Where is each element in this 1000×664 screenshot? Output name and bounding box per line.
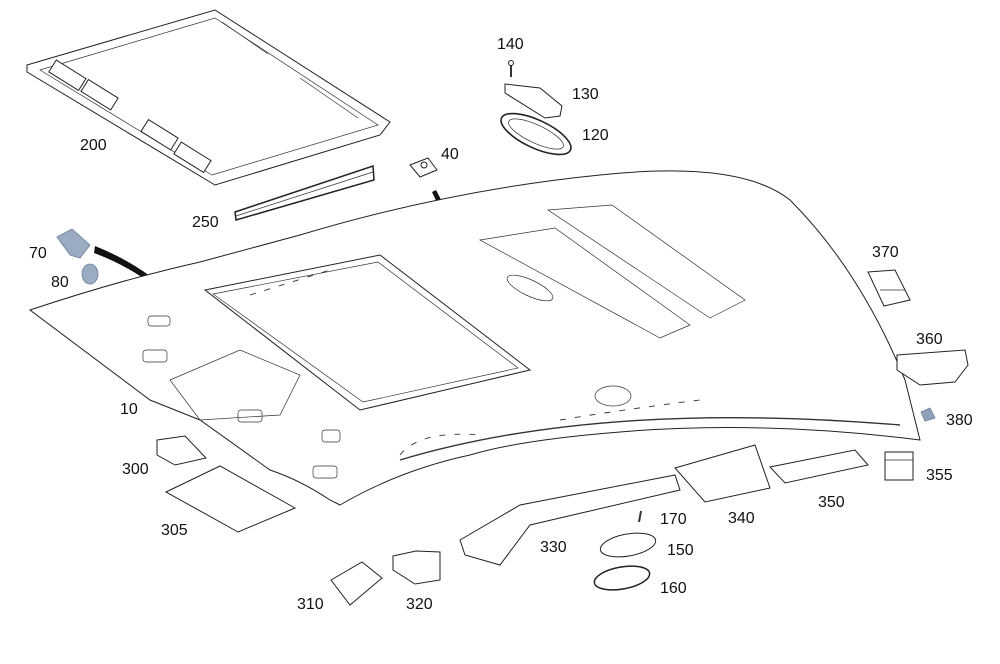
arrow-70-to-headliner [94, 246, 185, 310]
label-part-340: 340 [728, 510, 755, 527]
label-part-200: 200 [80, 137, 107, 154]
label-part-160: 160 [660, 580, 687, 597]
part-70-clip[interactable] [56, 228, 91, 259]
part-140-screw[interactable] [508, 60, 514, 78]
label-part-355: 355 [926, 467, 953, 484]
part-250-seal-strip[interactable] [234, 164, 375, 221]
label-part-330: 330 [540, 539, 567, 556]
part-305-damper-mat[interactable] [164, 465, 297, 533]
label-part-320: 320 [406, 596, 433, 613]
part-120-cover[interactable] [496, 105, 577, 162]
label-part-120: 120 [582, 127, 609, 144]
part-330-rail[interactable] [459, 474, 681, 566]
label-part-40: 40 [441, 146, 459, 163]
label-part-170: 170 [660, 511, 687, 528]
part-160-lamp-cover[interactable] [593, 562, 652, 593]
part-370-trim-piece[interactable] [867, 269, 911, 307]
part-200-sunshade-panel[interactable] [26, 9, 391, 186]
sunroof-opening [203, 254, 532, 411]
label-part-140: 140 [497, 36, 524, 53]
label-part-10: 10 [120, 401, 138, 418]
label-part-310: 310 [297, 596, 324, 613]
part-130-bracket[interactable] [504, 83, 563, 119]
part-340-bracket[interactable] [674, 444, 771, 503]
label-part-300: 300 [122, 461, 149, 478]
label-part-360: 360 [916, 331, 943, 348]
label-part-370: 370 [872, 244, 899, 261]
part-170-screw[interactable] [638, 510, 642, 523]
part-150-lamp-housing[interactable] [599, 529, 658, 560]
part-350-damper-strip[interactable] [769, 449, 869, 484]
label-part-380: 380 [946, 412, 973, 429]
label-part-350: 350 [818, 494, 845, 511]
part-360-bracket[interactable] [896, 349, 969, 386]
part-320-clip[interactable] [392, 550, 441, 585]
label-part-130: 130 [572, 86, 599, 103]
label-part-305: 305 [161, 522, 188, 539]
label-part-150: 150 [667, 542, 694, 559]
part-355-foam-block[interactable] [884, 451, 914, 481]
part-80-clip[interactable] [81, 263, 99, 285]
label-part-250: 250 [192, 214, 219, 231]
part-310-holder[interactable] [330, 561, 383, 606]
vent-grilles [48, 59, 212, 174]
part-300-connector[interactable] [156, 435, 207, 466]
part-40-clip[interactable] [409, 157, 438, 178]
part-10-headliner[interactable] [28, 170, 921, 506]
label-part-70: 70 [29, 245, 47, 262]
label-part-80: 80 [51, 274, 69, 291]
part-380-block[interactable] [920, 407, 936, 422]
